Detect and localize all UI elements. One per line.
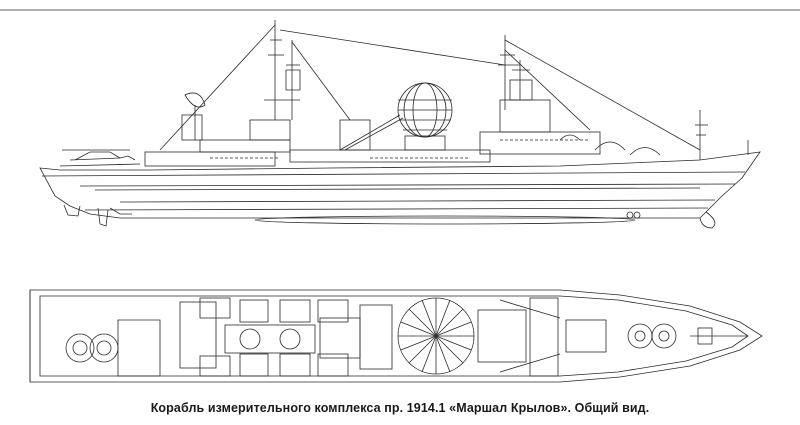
helicopter-side — [69, 151, 136, 161]
figure-caption: Корабль измерительного комплекса пр. 191… — [150, 401, 650, 415]
forward-tower — [499, 99, 551, 133]
bow-dome — [627, 323, 653, 349]
porthole — [633, 211, 641, 219]
waterline-ellipse — [254, 215, 636, 225]
mast-forward — [498, 35, 533, 110]
side-elevation-view — [39, 20, 761, 229]
stern-rudder — [63, 204, 81, 217]
mast-aft — [264, 20, 301, 120]
small-dome — [629, 147, 661, 156]
superstructure-aft — [144, 151, 276, 167]
aft-equipment-block — [179, 297, 393, 377]
small-dome — [594, 141, 626, 151]
superstructure-mid — [289, 149, 491, 163]
stern-propeller — [97, 207, 109, 227]
helipad-circle — [65, 333, 95, 363]
superstructure-forward — [479, 131, 601, 155]
bow-bulb — [699, 211, 716, 229]
superstructure-aft-upper — [199, 139, 291, 153]
ship-drawing — [0, 9, 800, 383]
porthole — [626, 211, 634, 219]
tower-block — [339, 119, 371, 151]
bridge-block — [249, 119, 291, 141]
side-hull-outline — [39, 151, 761, 219]
plan-view — [29, 289, 763, 383]
forward-equipment-block — [477, 309, 527, 363]
plan-hull-outline — [29, 289, 763, 383]
bow-dome — [651, 323, 677, 349]
dish-antenna-aft — [184, 92, 206, 108]
radome-plan — [397, 297, 475, 375]
